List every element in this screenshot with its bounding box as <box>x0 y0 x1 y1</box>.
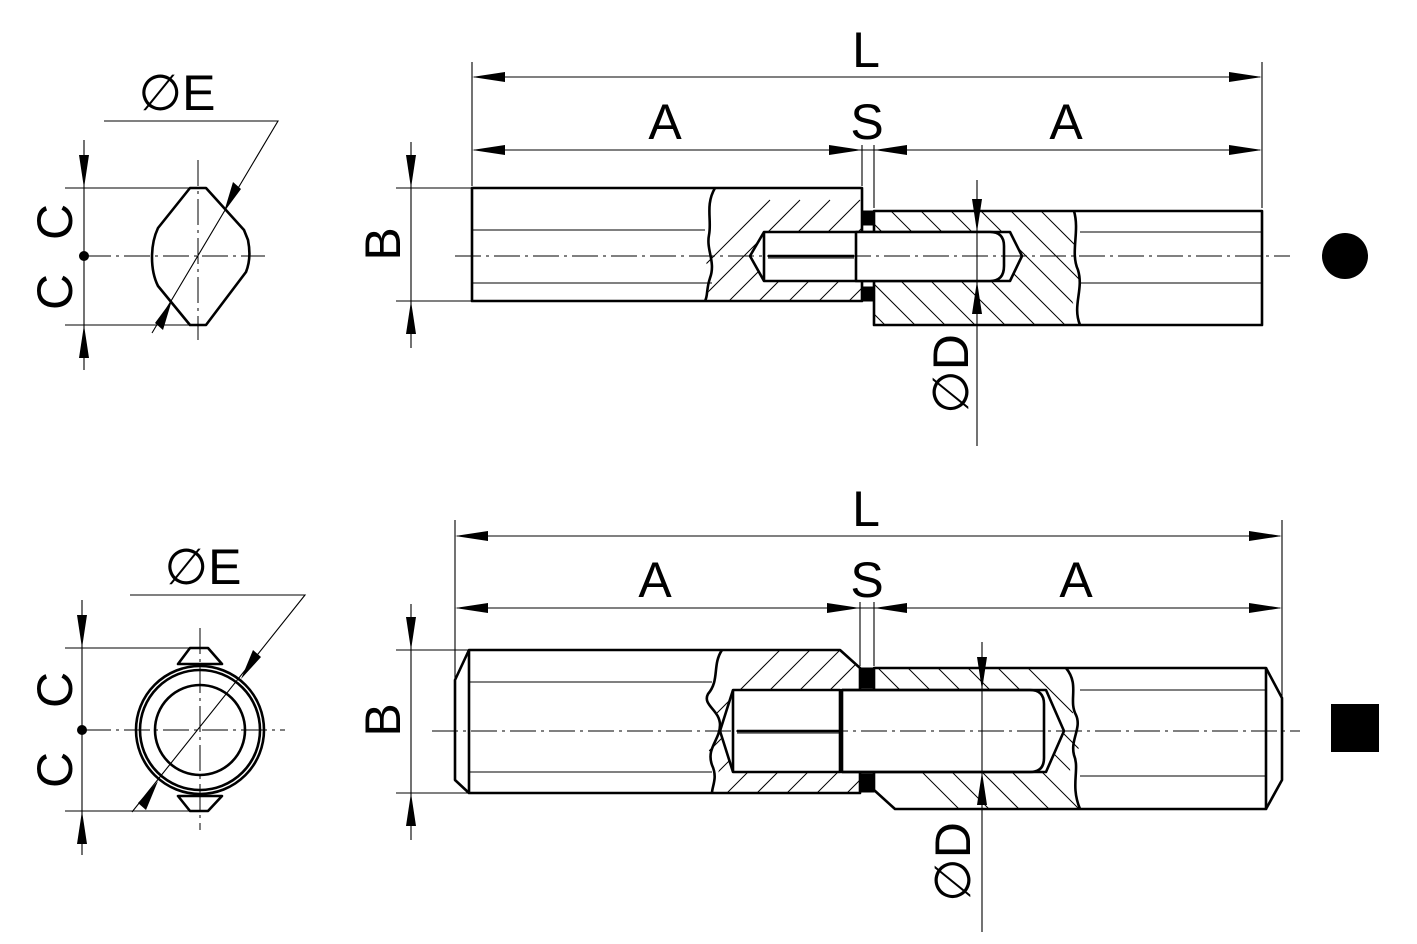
filled-circle-symbol <box>1322 233 1368 279</box>
top-side-view <box>396 62 1290 446</box>
bottom-side-view <box>396 520 1300 932</box>
bottom-pin-diameter-label: ∅D <box>925 822 981 902</box>
bottom-offset-upper-label: C <box>27 672 83 708</box>
top-gap-label: S <box>850 94 883 150</box>
top-end-view <box>65 120 279 370</box>
top-height-label: B <box>355 227 411 260</box>
bottom-section-right-label: A <box>1059 552 1093 608</box>
top-pin-diameter-label: ∅D <box>923 334 979 414</box>
top-section-left-label: A <box>648 94 682 150</box>
bottom-head-diameter-label: ∅E <box>165 539 242 595</box>
top-section-right-label: A <box>1049 94 1083 150</box>
top-offset-upper-label: C <box>27 204 83 240</box>
top-length-label: L <box>852 22 880 78</box>
filled-square-symbol <box>1331 704 1379 752</box>
bottom-length-label: L <box>852 481 880 537</box>
bottom-section-left-label: A <box>638 552 672 608</box>
top-offset-lower-label: C <box>27 274 83 310</box>
top-right-hatching <box>874 211 1080 325</box>
top-head-diameter-label: ∅E <box>139 65 216 121</box>
bottom-gap-label: S <box>850 552 883 608</box>
bottom-offset-lower-label: C <box>27 752 83 788</box>
bottom-end-view <box>65 594 307 855</box>
bottom-height-label: B <box>355 703 411 736</box>
